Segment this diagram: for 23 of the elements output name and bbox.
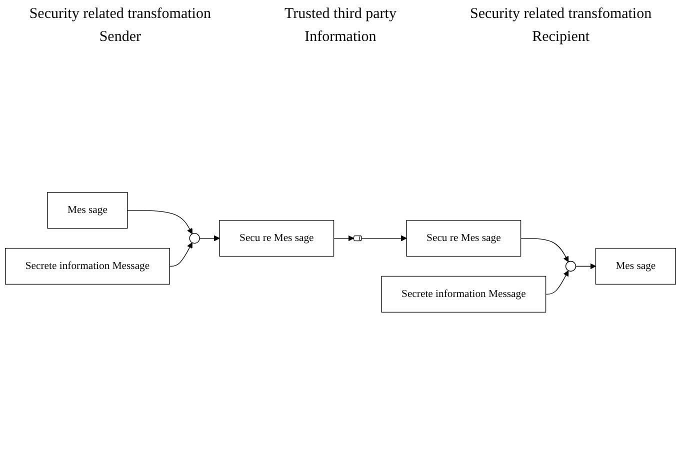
node-circle xyxy=(565,260,576,272)
annotation-text: Security related transfomation xyxy=(469,6,653,23)
node-cylinder xyxy=(353,235,362,241)
arrow xyxy=(199,235,220,241)
node-box: Secrete information Message xyxy=(381,276,546,312)
arrow xyxy=(127,210,192,234)
node-box: Secrete information Message xyxy=(5,248,170,284)
node-circle xyxy=(189,232,200,244)
node-box: Secu re Mes sage xyxy=(219,220,334,256)
annotation-text: Sender xyxy=(98,29,142,46)
node-box: Secu re Mes sage xyxy=(406,220,522,256)
arrow xyxy=(169,242,192,266)
arrow xyxy=(361,235,407,241)
annotation-text: Trusted third party xyxy=(284,6,398,23)
annotation-text: Recipient xyxy=(531,29,591,46)
node-box: Mes sage xyxy=(47,192,128,228)
arrow xyxy=(545,270,569,294)
annotation-text: Information xyxy=(304,29,378,46)
arrow xyxy=(575,263,596,269)
arrow xyxy=(333,235,354,241)
node-box: Mes sage xyxy=(595,248,676,284)
annotation-text: Security related transfomation xyxy=(28,6,212,23)
arrow xyxy=(520,238,569,262)
